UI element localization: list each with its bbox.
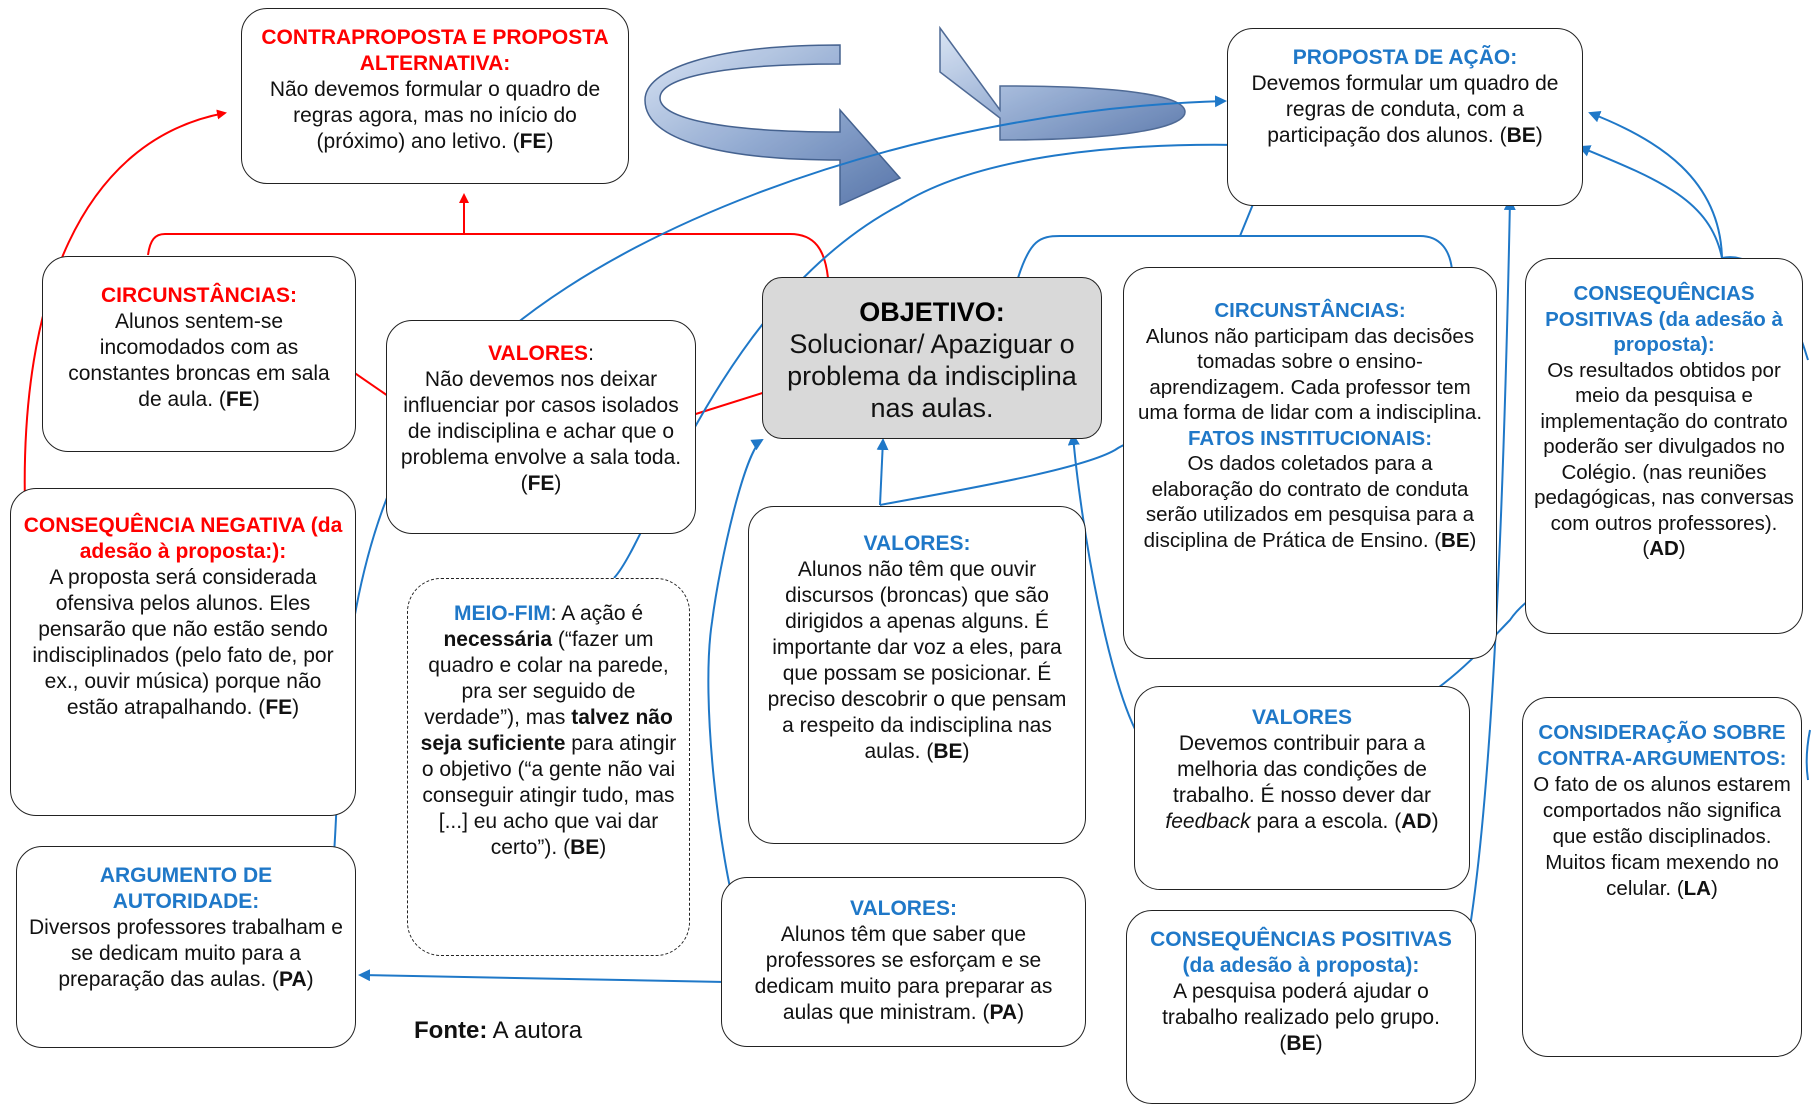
values-mid-tag: BE — [933, 740, 963, 763]
circumstances-right-tag: BE — [1441, 528, 1470, 552]
counterarguments-close: ) — [1710, 877, 1718, 900]
positive-consequences-bottom-title: CONSEQUÊNCIAS POSITIVAS (da adesão à pro… — [1150, 928, 1452, 977]
circumstances-left-close: ) — [252, 388, 260, 411]
means-end-box: MEIO-FIM: A ação é necessária (“fazer um… — [407, 578, 690, 956]
values-top-close: ) — [554, 472, 562, 495]
positive-consequences-bottom-tag: BE — [1286, 1032, 1316, 1055]
values-mid-text: Alunos não têm que ouvir discursos (bron… — [767, 558, 1067, 763]
negative-consequence-text: A proposta será considerada ofensiva pel… — [32, 566, 334, 719]
source-caption: Fonte: A autora — [414, 1017, 582, 1045]
positive-consequences-right-title: CONSEQUÊNCIAS POSITIVAS (da adesão à pro… — [1545, 282, 1783, 356]
institutional-facts-title: FATOS INSTITUCIONAIS: — [1187, 426, 1433, 450]
values-top-title: VALORES — [488, 342, 589, 365]
action-proposal-text: Devemos formular um quadro de regras de … — [1251, 72, 1559, 147]
means-end-text-3: para atingir o objetivo (“a gente não va… — [421, 732, 677, 859]
values-right-text-1: Devemos contribuir para a melhoria das c… — [1173, 732, 1431, 807]
counterproposal-tag: FE — [519, 130, 547, 153]
objective-box: OBJETIVO: Solucionar/ Apaziguar o proble… — [762, 277, 1102, 439]
values-right-title: VALORES — [1252, 706, 1352, 729]
negative-consequence-box: CONSEQUÊNCIA NEGATIVA (da adesão à propo… — [10, 488, 356, 816]
negative-consequence-close: ) — [292, 696, 300, 719]
circumstances-right-title: CIRCUNSTÂNCIAS: — [1214, 299, 1406, 322]
means-end-text-2: (“fazer um quadro e colar na parede, pra… — [424, 628, 669, 729]
negative-consequence-tag: FE — [265, 696, 293, 719]
values-right-box: VALORES Devemos contribuir para a melhor… — [1134, 686, 1470, 890]
counterproposal-text: Não devemos formular o quadro de regras … — [269, 78, 601, 153]
circumstances-right-text: Alunos não participam das decisões tomad… — [1137, 324, 1483, 425]
values-top-text: Não devemos nos deixar influenciar por c… — [400, 368, 682, 495]
positive-consequences-bottom-box: CONSEQUÊNCIAS POSITIVAS (da adesão à pro… — [1126, 910, 1476, 1104]
authority-argument-title: ARGUMENTO DE AUTORIDADE: — [99, 864, 273, 913]
positive-consequences-right-box: CONSEQUÊNCIAS POSITIVAS (da adesão à pro… — [1525, 258, 1803, 634]
values-mid-box: VALORES: Alunos não têm que ouvir discur… — [748, 506, 1086, 844]
values-top-colon: : — [588, 342, 594, 365]
counterproposal-box: CONTRAPROPOSTA E PROPOSTA ALTERNATIVA: N… — [241, 8, 629, 184]
cycle-arrows-icon — [644, 25, 1186, 207]
counterarguments-tag: LA — [1683, 877, 1711, 900]
values-right-close: ) — [1431, 810, 1439, 833]
positive-consequences-bottom-close: ) — [1315, 1032, 1323, 1055]
authority-argument-box: ARGUMENTO DE AUTORIDADE: Diversos profes… — [16, 846, 356, 1048]
values-top-tag: FE — [527, 472, 555, 495]
positive-consequences-bottom-text: A pesquisa poderá ajudar o trabalho real… — [1162, 980, 1440, 1055]
institutional-facts-text: Os dados coletados para a elaboração do … — [1143, 452, 1475, 552]
positive-consequences-right-text: Os resultados obtidos por meio da pesqui… — [1534, 358, 1794, 561]
action-proposal-close: ) — [1535, 124, 1543, 147]
values-bottom-tag: PA — [989, 1001, 1018, 1024]
source-label: Fonte: — [414, 1017, 488, 1044]
counterarguments-text: O fato de os alunos estarem comportados … — [1533, 773, 1791, 900]
counterarguments-title: CONSIDERAÇÃO SOBRE CONTRA-ARGUMENTOS: — [1537, 721, 1787, 770]
values-right-text-2: para a escola. ( — [1250, 810, 1402, 833]
values-bottom-text: Alunos têm que saber que professores se … — [754, 923, 1053, 1024]
values-right-italic: feedback — [1165, 810, 1251, 833]
circumstances-left-text: Alunos sentem-se incomodados com as cons… — [68, 310, 330, 411]
objective-text: Solucionar/ Apaziguar o problema da indi… — [787, 329, 1077, 423]
means-end-bold-1: necessária — [443, 628, 553, 651]
circumstances-right-close: ) — [1469, 528, 1477, 552]
values-bottom-box: VALORES: Alunos têm que saber que profes… — [721, 877, 1086, 1047]
authority-argument-tag: PA — [279, 968, 307, 991]
values-mid-close: ) — [962, 740, 970, 763]
circumstances-left-box: CIRCUNSTÂNCIAS: Alunos sentem-se incomod… — [42, 256, 356, 452]
means-end-tag: BE — [570, 836, 600, 859]
circumstances-left-title: CIRCUNSTÂNCIAS: — [101, 284, 297, 307]
authority-argument-close: ) — [306, 968, 314, 991]
authority-argument-text: Diversos professores trabalham e se dedi… — [29, 916, 343, 991]
circumstances-right-box: CIRCUNSTÂNCIAS: Alunos não participam da… — [1123, 267, 1497, 659]
counterproposal-title: CONTRAPROPOSTA E PROPOSTA ALTERNATIVA: — [261, 26, 609, 75]
positive-consequences-right-close: ) — [1678, 537, 1686, 560]
action-proposal-box: PROPOSTA DE AÇÃO: Devemos formular um qu… — [1227, 28, 1583, 206]
values-top-box: VALORES: Não devemos nos deixar influenc… — [386, 320, 696, 534]
counterproposal-close: ) — [546, 130, 554, 153]
values-mid-title: VALORES: — [863, 532, 971, 555]
action-proposal-title: PROPOSTA DE AÇÃO: — [1292, 46, 1518, 69]
means-end-text-1: : A ação é — [550, 602, 644, 625]
source-text: A autora — [487, 1017, 583, 1044]
means-end-close: ) — [599, 836, 607, 859]
values-bottom-close: ) — [1017, 1001, 1025, 1024]
action-proposal-tag: BE — [1506, 124, 1536, 147]
negative-consequence-title: CONSEQUÊNCIA NEGATIVA (da adesão à propo… — [23, 514, 343, 563]
means-end-title: MEIO-FIM — [453, 602, 551, 625]
counterarguments-box: CONSIDERAÇÃO SOBRE CONTRA-ARGUMENTOS: O … — [1522, 697, 1802, 1057]
circumstances-left-tag: FE — [225, 388, 253, 411]
objective-title: OBJETIVO: — [859, 297, 1005, 327]
values-right-tag: AD — [1401, 810, 1432, 833]
means-end-bold-2: talvez não seja suficiente — [420, 706, 673, 755]
positive-consequences-right-tag: AD — [1649, 537, 1679, 560]
values-bottom-title: VALORES: — [850, 897, 957, 920]
